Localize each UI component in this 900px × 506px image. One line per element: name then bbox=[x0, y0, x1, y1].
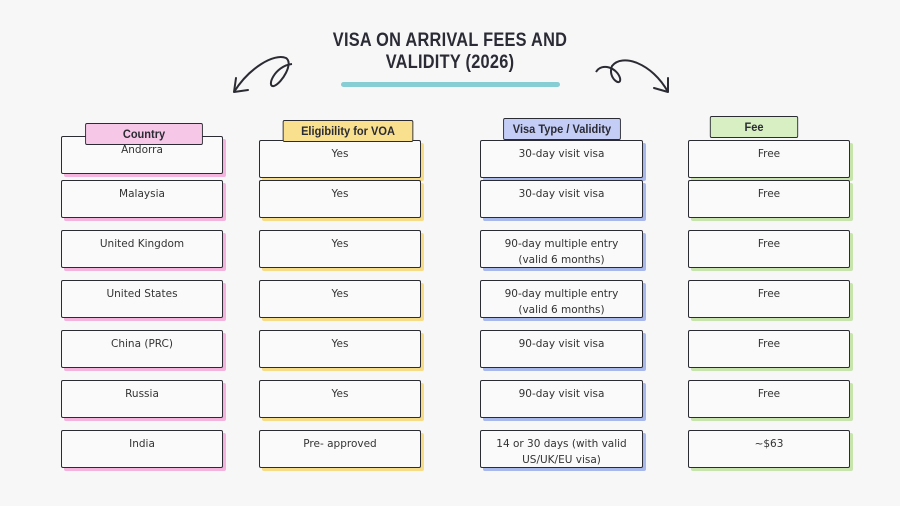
cell-text: Free bbox=[757, 288, 781, 300]
table-cell-country: China (PRC) bbox=[61, 330, 223, 368]
table-cell-eligibility: Pre- approved bbox=[259, 430, 421, 468]
page-title: VISA ON ARRIVAL FEES AND VALIDITY (2026) bbox=[321, 30, 579, 74]
table-cell-eligibility: Yes bbox=[259, 380, 421, 418]
table-cell-country: Russia bbox=[61, 380, 223, 418]
curly-arrow-down-right-icon bbox=[595, 59, 669, 93]
cell-text-line: (valid 6 months) bbox=[518, 254, 605, 266]
cell-text-line: (valid 6 months) bbox=[518, 304, 605, 316]
table-cell-visa_type: 90-day multiple entry (valid 6 months) bbox=[480, 230, 643, 268]
cell-text: Yes bbox=[331, 238, 349, 250]
table-cell-visa_type: 90-day visit visa bbox=[480, 380, 643, 418]
cell-text-line: 90-day visit visa bbox=[518, 388, 605, 400]
table-cell-country: United Kingdom bbox=[61, 230, 223, 268]
table-cell-visa_type: 90-day multiple entry (valid 6 months) bbox=[480, 280, 643, 318]
cell-text: Free bbox=[757, 388, 781, 400]
table-cell-fee: ~$63 bbox=[688, 430, 850, 468]
table-cell-visa_type: 30-day visit visa bbox=[480, 140, 643, 178]
cell-text: Yes bbox=[331, 338, 349, 350]
column-header-visa_type: Visa Type / Validity bbox=[503, 118, 621, 140]
title-line-2: VALIDITY (2026) bbox=[385, 52, 515, 73]
cell-text: Yes bbox=[331, 288, 349, 300]
cell-text: Yes bbox=[331, 188, 349, 200]
table-cell-eligibility: Yes bbox=[259, 180, 421, 218]
cell-text-line: 30-day visit visa bbox=[518, 188, 605, 200]
curly-arrow-down-left-icon bbox=[233, 56, 293, 93]
table-cell-visa_type: 30-day visit visa bbox=[480, 180, 643, 218]
title-underline bbox=[341, 82, 560, 87]
cell-text: India bbox=[129, 438, 155, 450]
cell-text: Free bbox=[757, 338, 781, 350]
cell-text: Free bbox=[757, 188, 781, 200]
table-cell-fee: Free bbox=[688, 330, 850, 368]
cell-text: United States bbox=[106, 288, 178, 300]
table-cell-fee: Free bbox=[688, 140, 850, 178]
column-header-eligibility: Eligibility for VOA bbox=[282, 120, 414, 142]
title-line-1: VISA ON ARRIVAL FEES AND bbox=[332, 30, 568, 51]
cell-text: Pre- approved bbox=[303, 438, 377, 450]
table-cell-fee: Free bbox=[688, 380, 850, 418]
table-cell-fee: Free bbox=[688, 180, 850, 218]
cell-text: Andorra bbox=[121, 144, 163, 156]
cell-text: Free bbox=[757, 148, 781, 160]
cell-text: United Kingdom bbox=[99, 238, 185, 250]
table-cell-country: Malaysia bbox=[61, 180, 223, 218]
cell-text: Malaysia bbox=[119, 188, 165, 200]
cell-text: China (PRC) bbox=[111, 338, 173, 350]
table-cell-eligibility: Yes bbox=[259, 140, 421, 178]
table-cell-fee: Free bbox=[688, 280, 850, 318]
column-header-fee: Fee bbox=[709, 116, 799, 138]
table-cell-country: India bbox=[61, 430, 223, 468]
cell-text: Free bbox=[757, 238, 781, 250]
cell-text: Yes bbox=[331, 148, 349, 160]
cell-text: Russia bbox=[125, 388, 159, 400]
cell-text-line: 90-day visit visa bbox=[518, 338, 605, 350]
cell-text: Yes bbox=[331, 388, 349, 400]
table-cell-visa_type: 90-day visit visa bbox=[480, 330, 643, 368]
table-cell-fee: Free bbox=[688, 230, 850, 268]
cell-text-line: 30-day visit visa bbox=[518, 148, 605, 160]
cell-text-line: US/UK/EU visa) bbox=[522, 454, 601, 466]
table-cell-country: United States bbox=[61, 280, 223, 318]
table-cell-eligibility: Yes bbox=[259, 230, 421, 268]
cell-text: ~$63 bbox=[754, 438, 784, 450]
table-cell-eligibility: Yes bbox=[259, 330, 421, 368]
column-header-country: Country bbox=[85, 123, 203, 145]
cell-text-line: 14 or 30 days (with valid bbox=[496, 438, 627, 450]
cell-text-line: 90-day multiple entry bbox=[504, 238, 619, 250]
table-cell-eligibility: Yes bbox=[259, 280, 421, 318]
cell-text-line: 90-day multiple entry bbox=[504, 288, 619, 300]
